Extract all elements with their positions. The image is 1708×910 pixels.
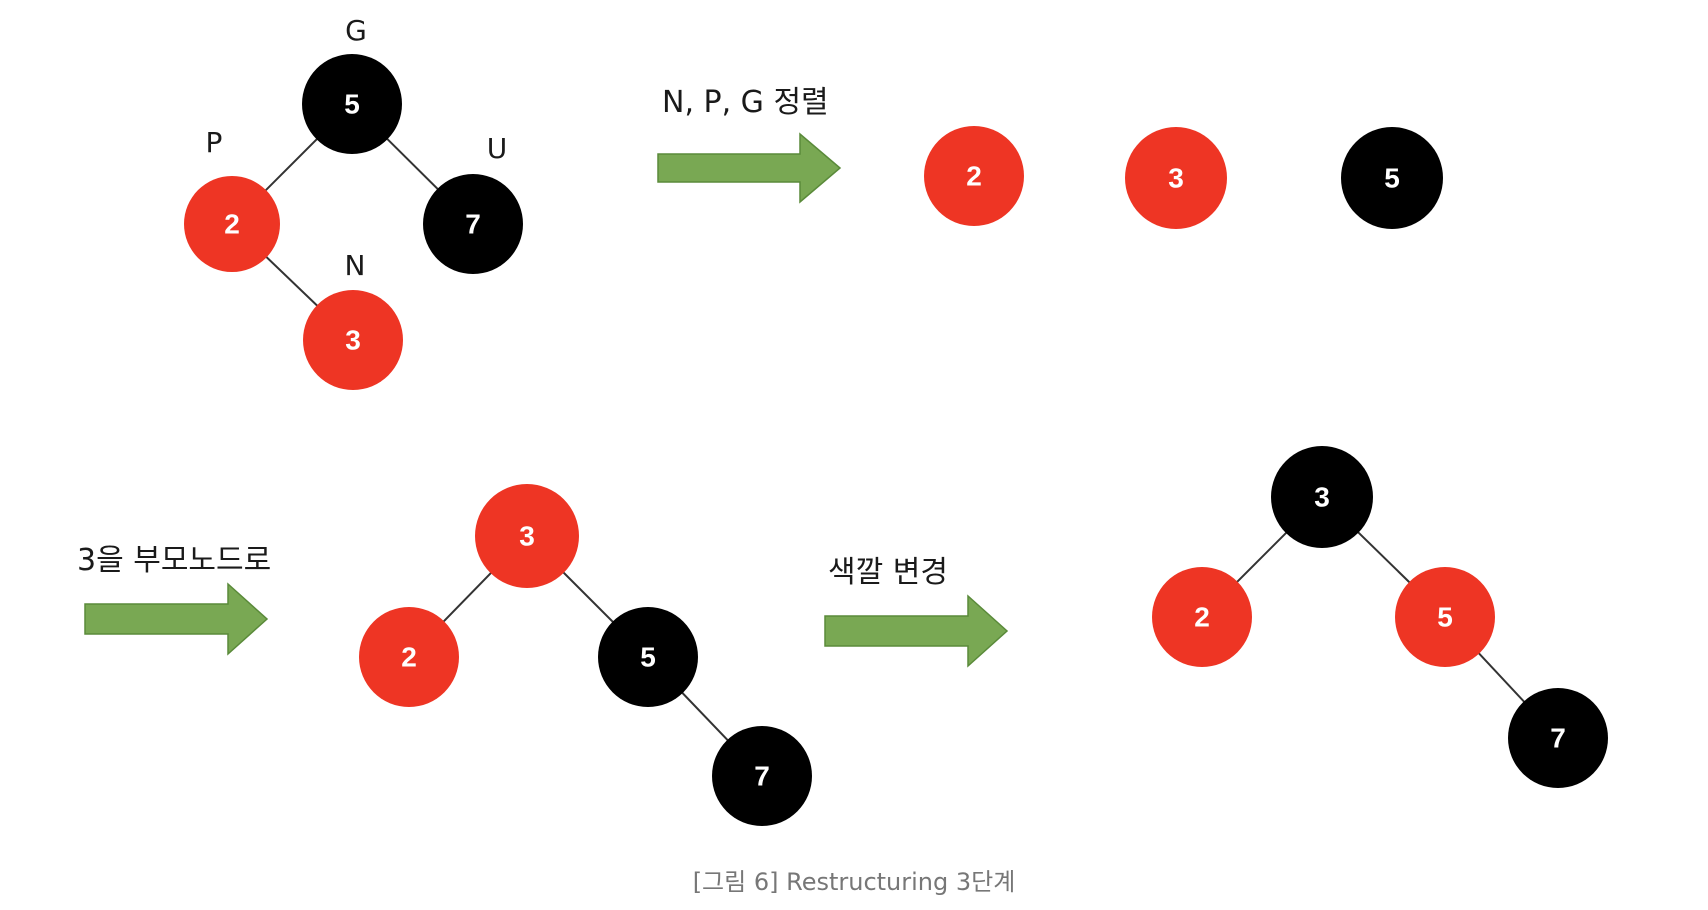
node-circle	[303, 290, 403, 390]
stage2-node-2: 2	[924, 126, 1024, 226]
stage3-node-7: 7	[712, 726, 812, 826]
arrow-right-icon	[84, 582, 269, 656]
stage4-node-2: 2	[1152, 567, 1252, 667]
stage1-node-3: 3	[303, 290, 403, 390]
stage2-sorted: 2 3 5	[924, 126, 1443, 229]
arrow-right-icon	[657, 132, 842, 204]
node-circle	[1152, 567, 1252, 667]
stage4-node-7: 7	[1508, 688, 1608, 788]
stage1-node-2: 2	[184, 176, 280, 272]
step-recolor: 색깔 변경	[824, 555, 1009, 668]
node-label: 5	[1437, 602, 1453, 633]
node-label: 5	[1384, 163, 1400, 194]
node-label: 7	[465, 209, 481, 240]
node-circle	[302, 54, 402, 154]
label-uncle: U	[487, 132, 508, 165]
node-label: 5	[640, 642, 656, 673]
node-circle	[184, 176, 280, 272]
stage1-node-7: 7	[423, 174, 523, 274]
node-circle	[475, 484, 579, 588]
node-label: 2	[224, 209, 240, 240]
step-sort-label: N, P, G 정렬	[662, 85, 829, 120]
node-circle	[423, 174, 523, 274]
stage4-node-3: 3	[1271, 446, 1373, 548]
stage2-node-5: 5	[1341, 127, 1443, 229]
step-to-parent-label: 3을 부모노드로	[77, 543, 271, 578]
label-grandparent: G	[345, 14, 367, 47]
node-circle	[598, 607, 698, 707]
node-label: 2	[401, 642, 417, 673]
stage3-tree: 3 2 5 7	[359, 484, 812, 826]
node-circle	[1395, 567, 1495, 667]
arrow-right-icon	[824, 594, 1009, 668]
step-sort: N, P, G 정렬	[657, 85, 842, 204]
stage1-node-5: 5	[302, 54, 402, 154]
stage3-node-2: 2	[359, 607, 459, 707]
node-circle	[1508, 688, 1608, 788]
stage1-tree: 5 2 7 3 G P U N	[184, 14, 523, 390]
node-label: 3	[1168, 163, 1184, 194]
node-label: 3	[519, 521, 535, 552]
node-circle	[1341, 127, 1443, 229]
node-circle	[1125, 127, 1227, 229]
node-label: 2	[966, 161, 982, 192]
label-new: N	[345, 249, 366, 282]
node-circle	[1271, 446, 1373, 548]
stage4-tree: 3 2 5 7	[1152, 446, 1608, 788]
node-label: 5	[344, 89, 360, 120]
step-recolor-label: 색깔 변경	[828, 555, 948, 590]
step-to-parent: 3을 부모노드로	[77, 543, 271, 656]
node-label: 3	[345, 325, 361, 356]
figure-caption: [그림 6] Restructuring 3단계	[692, 868, 1016, 896]
node-circle	[924, 126, 1024, 226]
node-label: 7	[1550, 723, 1566, 754]
stage3-node-5: 5	[598, 607, 698, 707]
node-circle	[712, 726, 812, 826]
stage4-node-5: 5	[1395, 567, 1495, 667]
node-label: 2	[1194, 602, 1210, 633]
node-label: 7	[754, 761, 770, 792]
restructuring-diagram: 5 2 7 3 G P U N N, P, G 정렬	[77, 14, 1608, 826]
node-label: 3	[1314, 482, 1330, 513]
stage3-node-3: 3	[475, 484, 579, 588]
node-circle	[359, 607, 459, 707]
stage2-node-3: 3	[1125, 127, 1227, 229]
label-parent: P	[206, 126, 223, 159]
